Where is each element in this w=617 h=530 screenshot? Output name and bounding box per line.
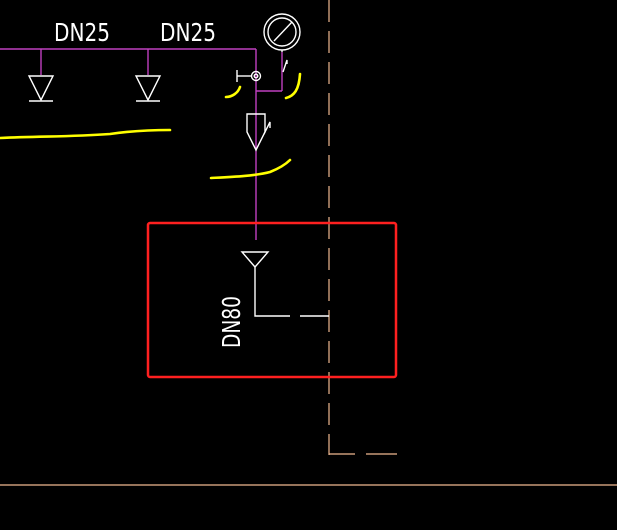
pipe-network xyxy=(0,48,283,240)
boundary-lines xyxy=(0,0,617,486)
yellow-markup xyxy=(0,72,302,180)
pipe-label-dn25-2: DN25 xyxy=(160,18,216,47)
markup-stroke xyxy=(224,85,242,99)
valve-icon xyxy=(236,59,288,82)
highlight-box xyxy=(146,221,398,379)
sprinkler-head-icon xyxy=(240,251,329,317)
fixtures xyxy=(27,13,329,317)
pressure-gauge-icon xyxy=(263,13,301,52)
markup-stroke xyxy=(0,128,172,140)
pipe-label-dn80: DN80 xyxy=(217,296,246,348)
alarm-valve-icon xyxy=(246,113,271,152)
markup-stroke xyxy=(284,72,302,100)
sprinkler-head-icon xyxy=(27,75,55,102)
pipe-label-dn25-1: DN25 xyxy=(54,18,110,47)
sprinkler-head-icon xyxy=(134,75,162,102)
markup-stroke xyxy=(209,158,292,180)
